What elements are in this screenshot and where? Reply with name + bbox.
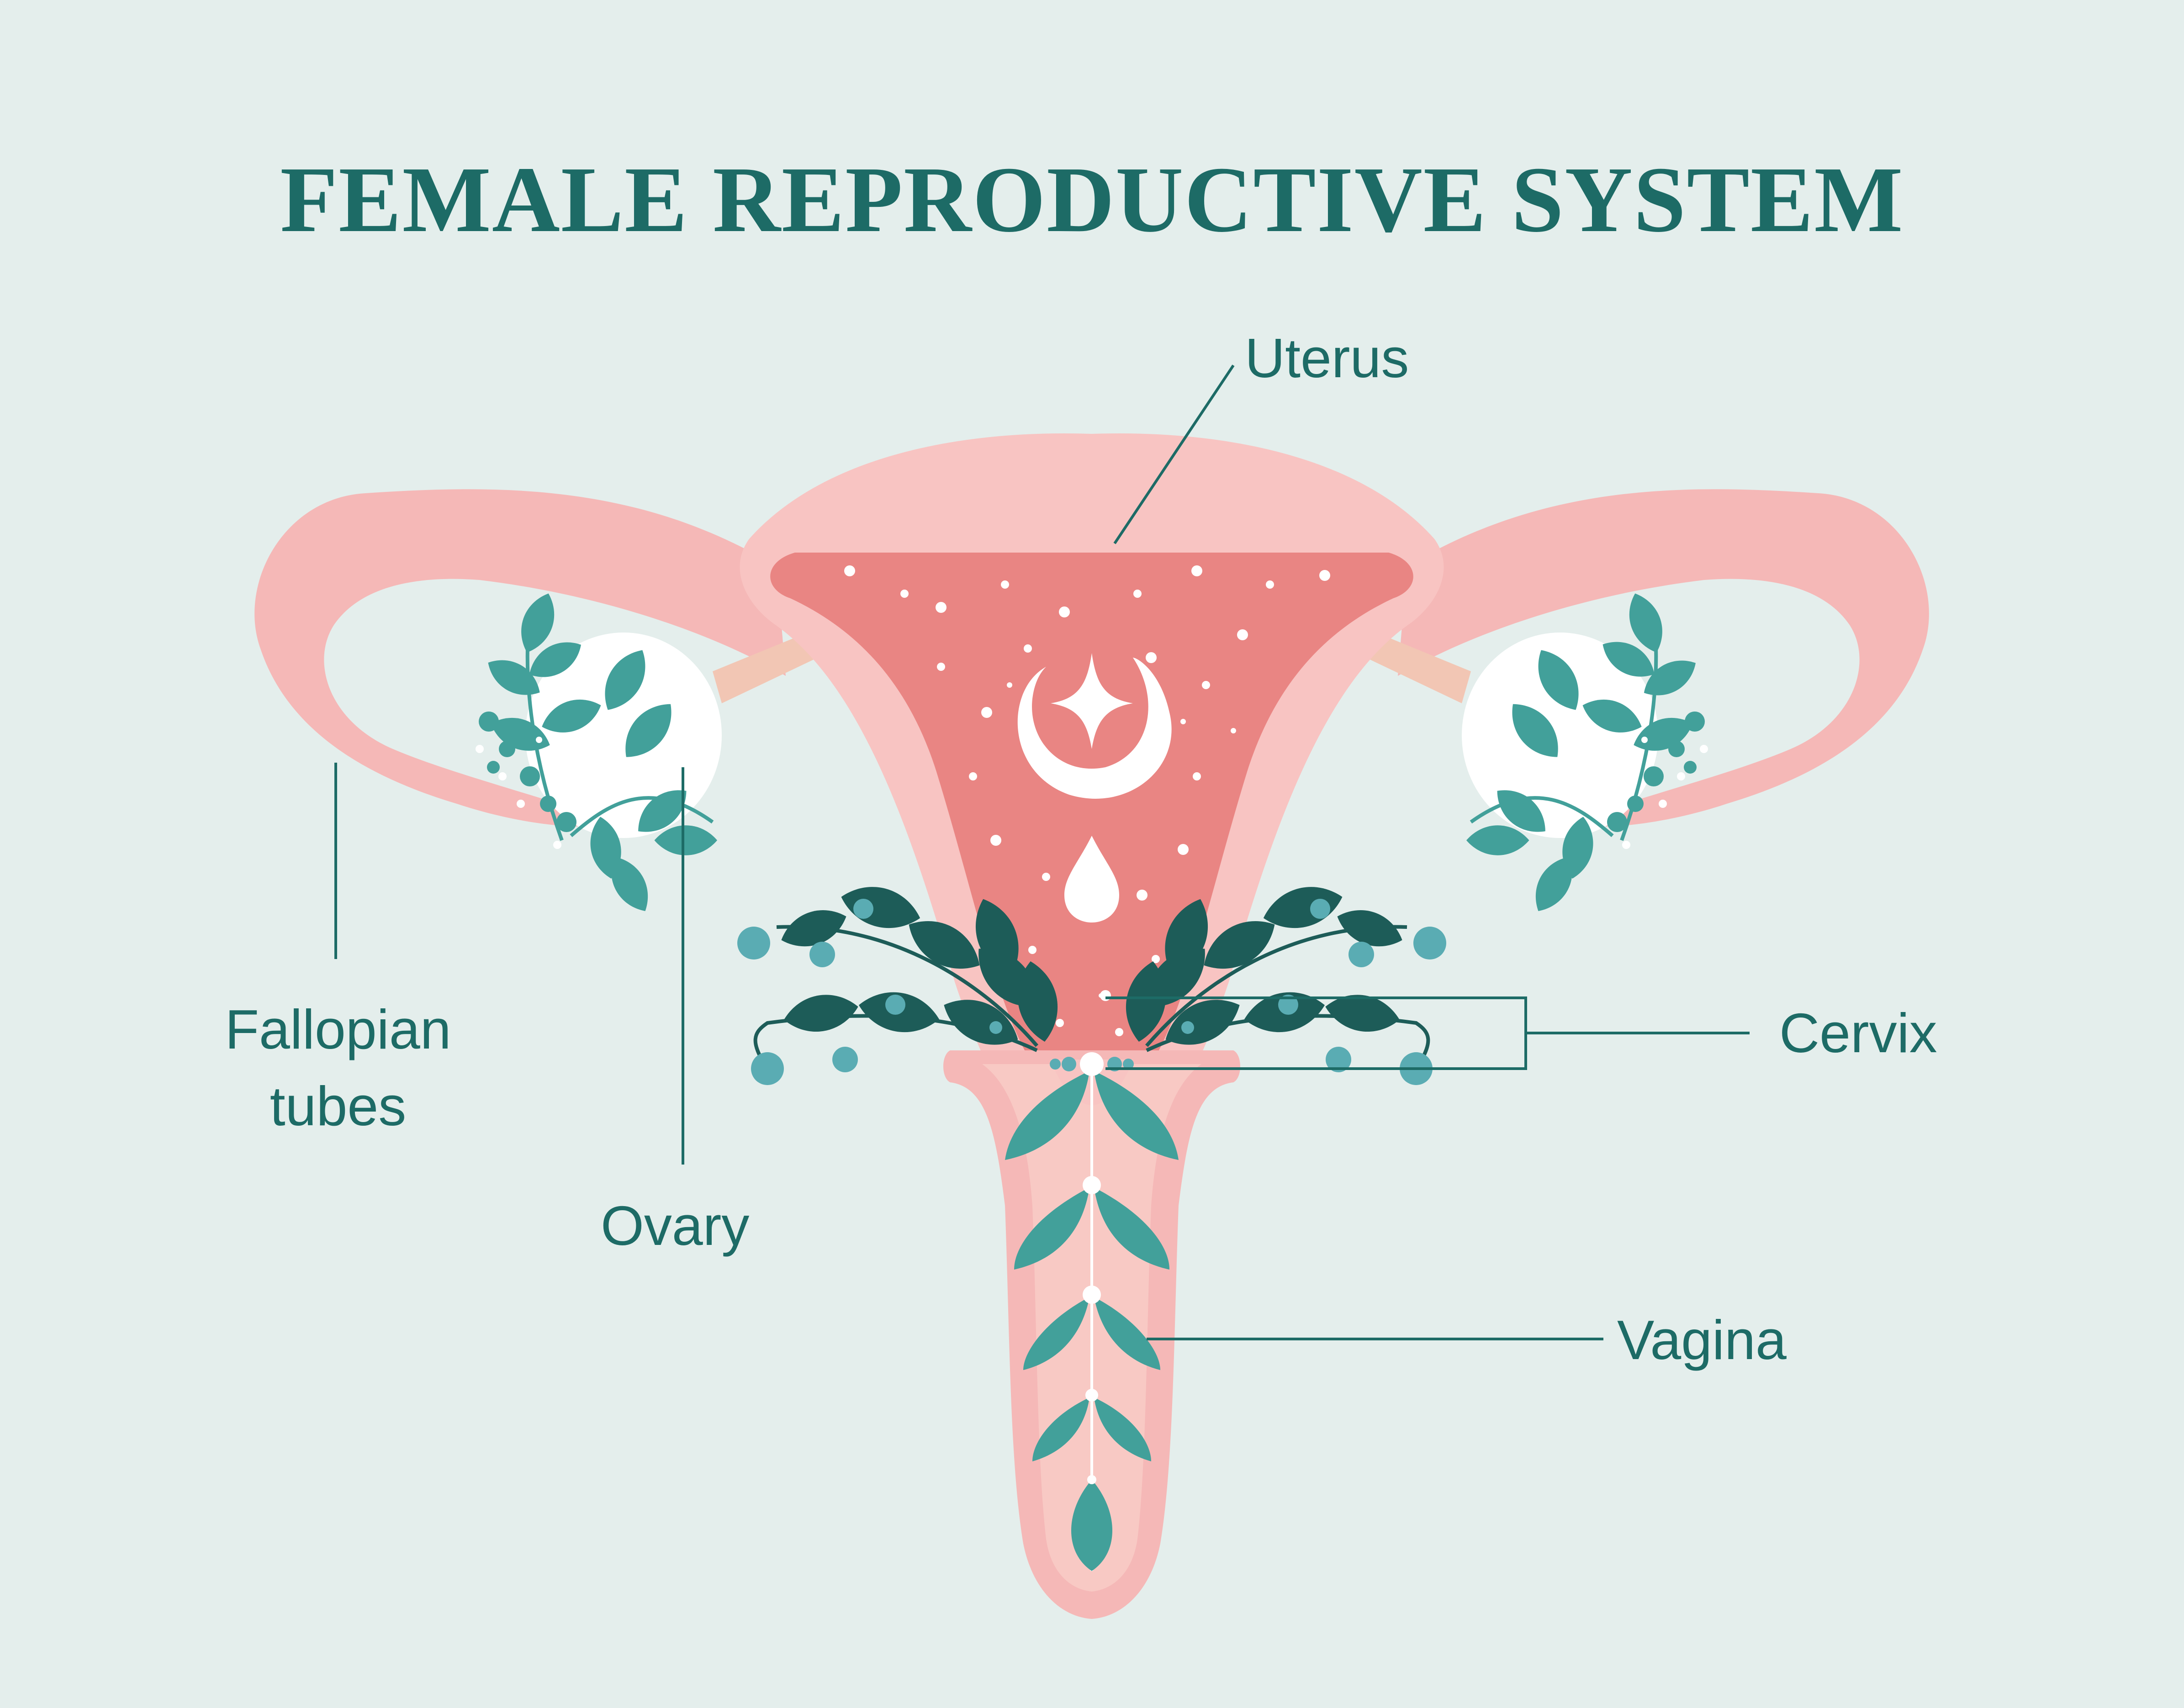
- leader-lines: [334, 364, 1750, 1340]
- left-ovary-branches: [476, 588, 717, 919]
- right-ovary-branches: [1466, 588, 1708, 919]
- vine-leaves: [1005, 1071, 1179, 1571]
- drop-icon: [1064, 836, 1119, 923]
- star-icon: [1051, 653, 1133, 749]
- right-fallopian-tube: [1398, 489, 1929, 827]
- right-ovary: [1462, 633, 1658, 838]
- cervix-label: Cervix: [1779, 1002, 1937, 1064]
- ovary-label: Ovary: [601, 1195, 750, 1257]
- uterus-leader-line: [1113, 364, 1235, 544]
- left-ovary: [525, 633, 722, 838]
- uterine-cavity: [770, 553, 1413, 1064]
- fallopian-tubes: [254, 489, 1929, 827]
- fallopian-label-line2: tubes: [270, 1075, 407, 1137]
- fallopian-label-line1: Fallopian: [225, 998, 451, 1060]
- vagina-label: Vagina: [1617, 1309, 1787, 1371]
- cervix-bracket: [1105, 996, 1750, 1070]
- crescent-moon-icon: [1017, 658, 1172, 799]
- uterus: [740, 433, 1444, 1124]
- left-cervix-branches: [737, 878, 1064, 1085]
- diagram-title: FEMALE REPRODUCTIVE SYSTEM: [280, 147, 1904, 252]
- uterus-label: Uterus: [1245, 327, 1409, 389]
- fallopian-tubes-label: Fallopian tubes: [210, 991, 466, 1144]
- vagina: [943, 1050, 1240, 1619]
- left-fallopian-tube: [254, 489, 786, 827]
